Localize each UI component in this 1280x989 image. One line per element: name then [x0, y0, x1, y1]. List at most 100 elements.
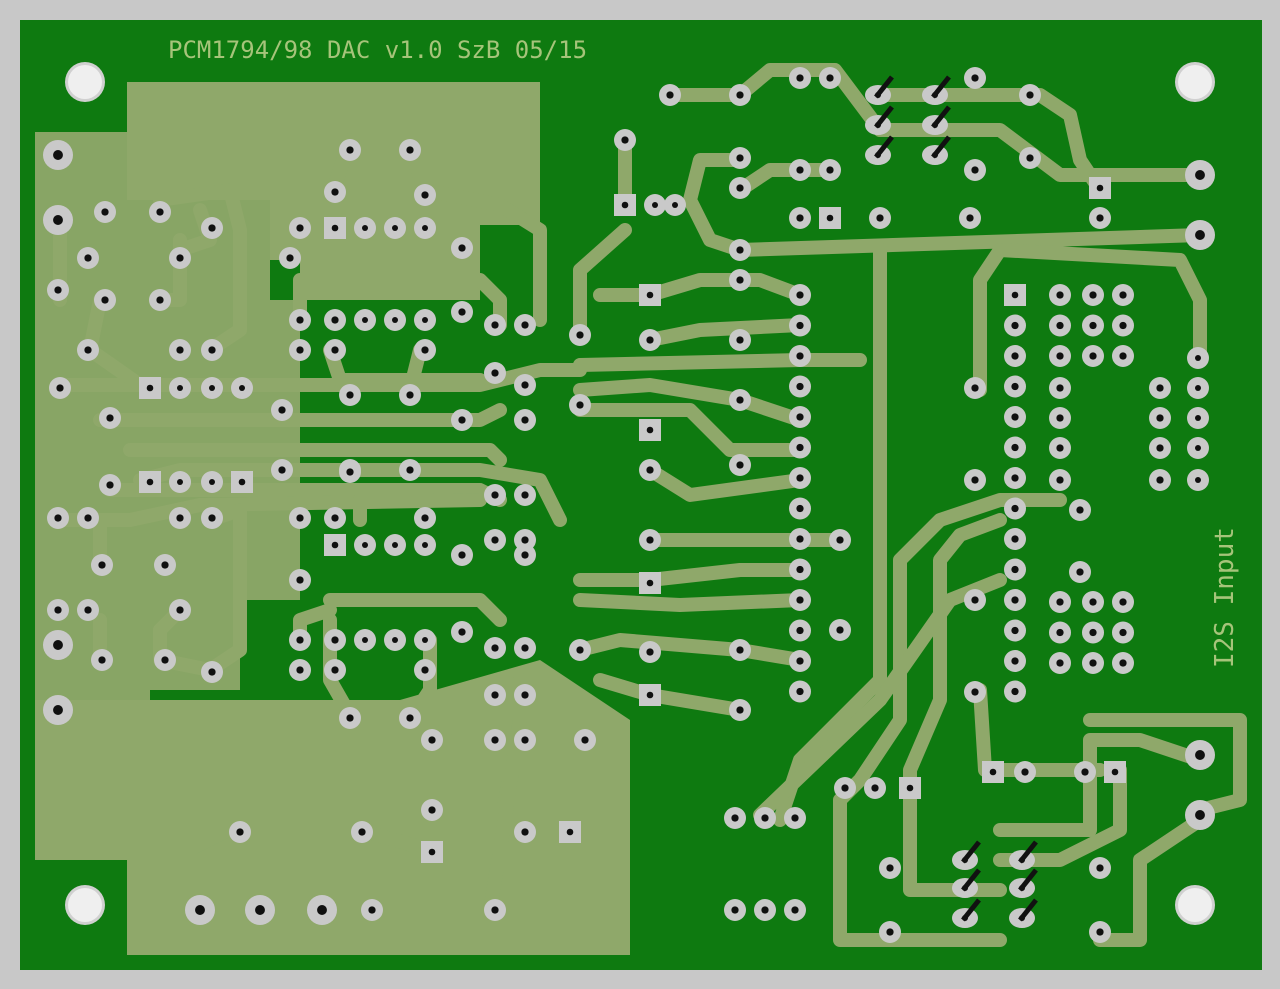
drill-hole [1011, 443, 1019, 452]
board-title: PCM1794/98 DAC v1.0 SzB 05/15 [168, 36, 587, 64]
drill-hole [1056, 321, 1064, 330]
drill-hole [146, 478, 154, 486]
drill-hole [422, 317, 428, 323]
drill-hole [421, 346, 429, 354]
drill-hole [421, 191, 429, 199]
drill-hole [1081, 768, 1089, 776]
drill-hole [731, 814, 739, 822]
drill-hole [1156, 414, 1164, 422]
drill-hole [971, 688, 979, 696]
drill-hole [491, 491, 499, 499]
drill-hole [796, 474, 804, 482]
drill-hole [1096, 864, 1104, 872]
drill-hole [886, 864, 894, 872]
drill-hole [346, 468, 354, 476]
drill-hole [826, 74, 834, 82]
drill-hole [1119, 291, 1127, 299]
drill-hole [796, 382, 804, 391]
drill-hole [1089, 659, 1097, 667]
drill-hole [971, 166, 979, 174]
drill-hole [1076, 506, 1084, 514]
component-lead [874, 75, 894, 99]
drill-hole [106, 414, 114, 422]
drill-hole [826, 214, 834, 222]
drill-hole [989, 768, 997, 776]
component-lead [961, 898, 981, 922]
drill-hole [796, 596, 804, 604]
drill-hole [1011, 382, 1019, 391]
drill-hole [1119, 628, 1127, 637]
drill-hole [521, 736, 529, 744]
drill-hole [406, 714, 414, 722]
drill-hole [296, 514, 304, 522]
drill-hole [101, 296, 109, 304]
drill-hole [358, 828, 366, 836]
drill-hole [566, 828, 574, 836]
drill-hole [346, 146, 354, 154]
drill-hole [54, 514, 62, 522]
drill-hole [406, 146, 414, 154]
drill-hole [331, 346, 339, 354]
drill-hole [521, 644, 529, 652]
drill-hole [621, 201, 629, 209]
drill-hole [736, 91, 744, 99]
drill-hole [796, 321, 804, 330]
drill-hole [1089, 321, 1097, 330]
drill-hole [156, 208, 164, 216]
drill-hole [871, 784, 879, 792]
drill-hole [576, 646, 584, 654]
drill-hole [208, 668, 216, 676]
drill-hole [796, 657, 804, 665]
drill-hole [796, 74, 804, 82]
drill-hole [971, 476, 979, 484]
drill-hole [581, 736, 589, 744]
drill-hole [666, 91, 674, 99]
drill-hole [238, 478, 246, 486]
drill-hole [1119, 598, 1127, 606]
drill-hole [458, 551, 466, 559]
drill-hole [1195, 230, 1205, 240]
drill-hole [161, 561, 169, 569]
drill-hole [836, 536, 844, 544]
drill-hole [491, 536, 499, 544]
drill-hole [296, 316, 304, 324]
drill-hole [672, 202, 678, 208]
drill-hole [422, 225, 428, 231]
drill-hole [195, 905, 205, 915]
drill-hole [331, 224, 339, 232]
mounting-holes [65, 62, 1215, 925]
drill-hole [208, 224, 216, 232]
drill-hole [53, 150, 63, 160]
drill-hole [521, 551, 529, 559]
drill-hole [796, 413, 804, 421]
drill-hole [84, 514, 92, 522]
drill-hole [1156, 476, 1164, 484]
drill-hole [296, 636, 304, 644]
drill-hole [1195, 170, 1205, 180]
drill-hole [796, 443, 804, 452]
drill-hole [796, 626, 804, 635]
drill-hole [296, 666, 304, 674]
i2s-input-label: I2S Input [1210, 527, 1240, 668]
drill-hole [796, 687, 804, 696]
drill-hole [1111, 768, 1119, 776]
drill-hole [346, 714, 354, 722]
drill-hole [331, 666, 339, 674]
drill-hole [1056, 598, 1064, 606]
drill-hole [428, 806, 436, 814]
drill-hole [458, 244, 466, 252]
drill-hole [236, 828, 244, 836]
drill-hole [161, 656, 169, 664]
drill-hole [421, 666, 429, 674]
drill-hole [209, 479, 215, 485]
drill-hole [646, 426, 654, 434]
drill-hole [362, 317, 368, 323]
drill-hole [796, 214, 804, 222]
drill-hole [736, 246, 744, 254]
drill-hole [521, 536, 529, 544]
drill-hole [368, 906, 376, 914]
drill-hole [1011, 352, 1019, 360]
drill-hole [331, 188, 339, 196]
